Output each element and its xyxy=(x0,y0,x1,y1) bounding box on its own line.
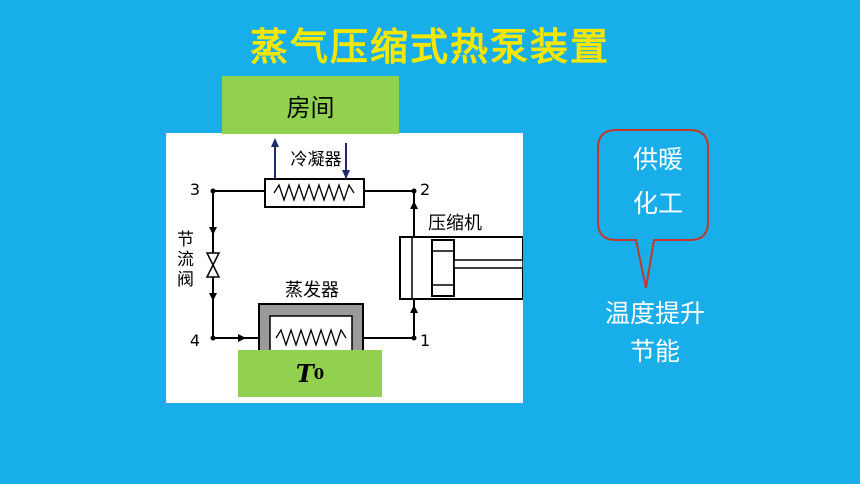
flow-arrow-up-right-2 xyxy=(410,201,418,209)
node-3-label: 3 xyxy=(190,180,200,199)
flow-arrow-right-bottom xyxy=(238,334,246,342)
evaporator-coil xyxy=(275,327,347,348)
compressor-label: 压缩机 xyxy=(428,213,482,234)
page-title: 蒸气压缩式热泵装置 xyxy=(249,25,610,69)
temperature-symbol: T xyxy=(295,359,314,388)
compressor-rod xyxy=(453,259,524,269)
heat-out-arrowhead xyxy=(271,138,279,147)
node-2-label: 2 xyxy=(420,180,430,199)
callout-bubble xyxy=(597,129,709,289)
room-box: 房间 xyxy=(222,76,399,134)
temperature-subscript: 0 xyxy=(313,364,325,383)
throttle-valve-bottom xyxy=(205,263,221,278)
benefit-line-2: 节能 xyxy=(629,337,680,366)
heat-in-arrowhead xyxy=(342,170,350,179)
throttle-valve-top xyxy=(205,252,221,267)
compressor-piston xyxy=(431,239,455,297)
callout-line-2: 化工 xyxy=(632,189,683,218)
condenser-box xyxy=(264,178,365,208)
heat-pump-schematic: 冷凝器 压缩机 蒸发器 3 2 4 1 节流阀 xyxy=(177,138,524,357)
condenser-coil xyxy=(273,182,355,203)
node-4-label: 4 xyxy=(190,331,200,350)
flow-arrow-up-right xyxy=(410,305,418,313)
flow-arrow-down-left xyxy=(209,227,217,235)
flow-arrow-down-left-2 xyxy=(209,293,217,301)
callout-line-1: 供暖 xyxy=(632,145,683,174)
benefit-line-1: 温度提升 xyxy=(604,299,705,328)
evaporator-label: 蒸发器 xyxy=(285,280,339,301)
throttle-valve-label: 节流阀 xyxy=(177,230,194,290)
condenser-label: 冷凝器 xyxy=(291,150,342,170)
heat-pump-diagram: 冷凝器 压缩机 蒸发器 3 2 4 1 节流阀 xyxy=(166,133,524,403)
node-1-label: 1 xyxy=(420,331,430,350)
